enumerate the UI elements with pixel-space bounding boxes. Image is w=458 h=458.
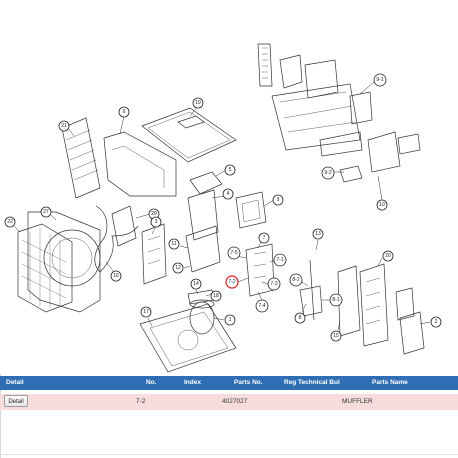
callout-29[interactable]: 29 (151, 211, 157, 217)
header-technical-bulletin[interactable]: Technical Bul (298, 379, 340, 386)
callout-8-1[interactable]: 8-1 (332, 297, 339, 303)
header-index[interactable]: Index (184, 379, 201, 386)
callout-3[interactable]: 3 (155, 219, 158, 225)
callout-9-2[interactable]: 9-2 (324, 170, 331, 176)
callout-15[interactable]: 15 (333, 333, 339, 339)
parts-table-header: Detail No. Index Parts No. Reg Technical… (0, 376, 458, 390)
callout-7[interactable]: 7 (263, 235, 266, 241)
callout-18[interactable]: 18 (213, 293, 219, 299)
callout-7-5[interactable]: 7-5 (230, 250, 237, 256)
callout-8-2[interactable]: 8-2 (292, 277, 299, 283)
cell-parts-name: MUFFLER (342, 398, 373, 405)
callout-16[interactable]: 16 (113, 273, 119, 279)
header-detail[interactable]: Detail (6, 379, 24, 386)
header-reg[interactable]: Reg (284, 379, 297, 386)
callout-21[interactable]: 21 (61, 123, 67, 129)
callout-27[interactable]: 27 (43, 209, 49, 215)
header-parts-no[interactable]: Parts No. (234, 379, 263, 386)
callout-11[interactable]: 11 (171, 241, 176, 247)
callout-6[interactable]: 6 (123, 109, 126, 115)
callout-2[interactable]: 2 (435, 319, 438, 325)
callout-5[interactable]: 5 (229, 167, 232, 173)
callout-7-3[interactable]: 7-3 (270, 281, 277, 287)
diagram-callouts: 21 6 19 5 4 9 9-1 9-2 10 27 22 16 29 3 7… (4, 73, 442, 342)
bottom-divider (0, 454, 458, 455)
callout-20[interactable]: 20 (385, 253, 391, 259)
cell-parts-no: 4027027 (222, 398, 248, 405)
table-row[interactable]: 7-2 4027027 MUFFLER (0, 394, 458, 410)
cell-no: 7-2 (136, 398, 146, 405)
callout-12[interactable]: 12 (175, 265, 181, 271)
callout-19[interactable]: 19 (195, 100, 201, 106)
exploded-parts-diagram: 21 6 19 5 4 9 9-1 9-2 10 27 22 16 29 3 7… (4, 43, 442, 373)
callout-10[interactable]: 10 (379, 202, 385, 208)
callout-7-2[interactable]: 7-2 (228, 279, 235, 285)
callout-17[interactable]: 17 (143, 309, 149, 315)
callout-1[interactable]: 1 (229, 317, 232, 323)
header-no[interactable]: No. (146, 379, 157, 386)
callout-4[interactable]: 4 (227, 191, 230, 197)
detail-button[interactable]: Detail (4, 395, 28, 407)
callout-7-4[interactable]: 7-4 (258, 303, 265, 309)
callout-22[interactable]: 22 (7, 219, 13, 225)
header-parts-name[interactable]: Parts Name (372, 379, 408, 386)
callout-13[interactable]: 13 (315, 231, 321, 237)
callout-8[interactable]: 8 (299, 315, 302, 321)
callout-7-1[interactable]: 7-1 (276, 257, 283, 263)
callout-9-1[interactable]: 9-1 (376, 77, 383, 83)
callout-14[interactable]: 14 (193, 281, 199, 287)
callout-9[interactable]: 9 (277, 197, 280, 203)
